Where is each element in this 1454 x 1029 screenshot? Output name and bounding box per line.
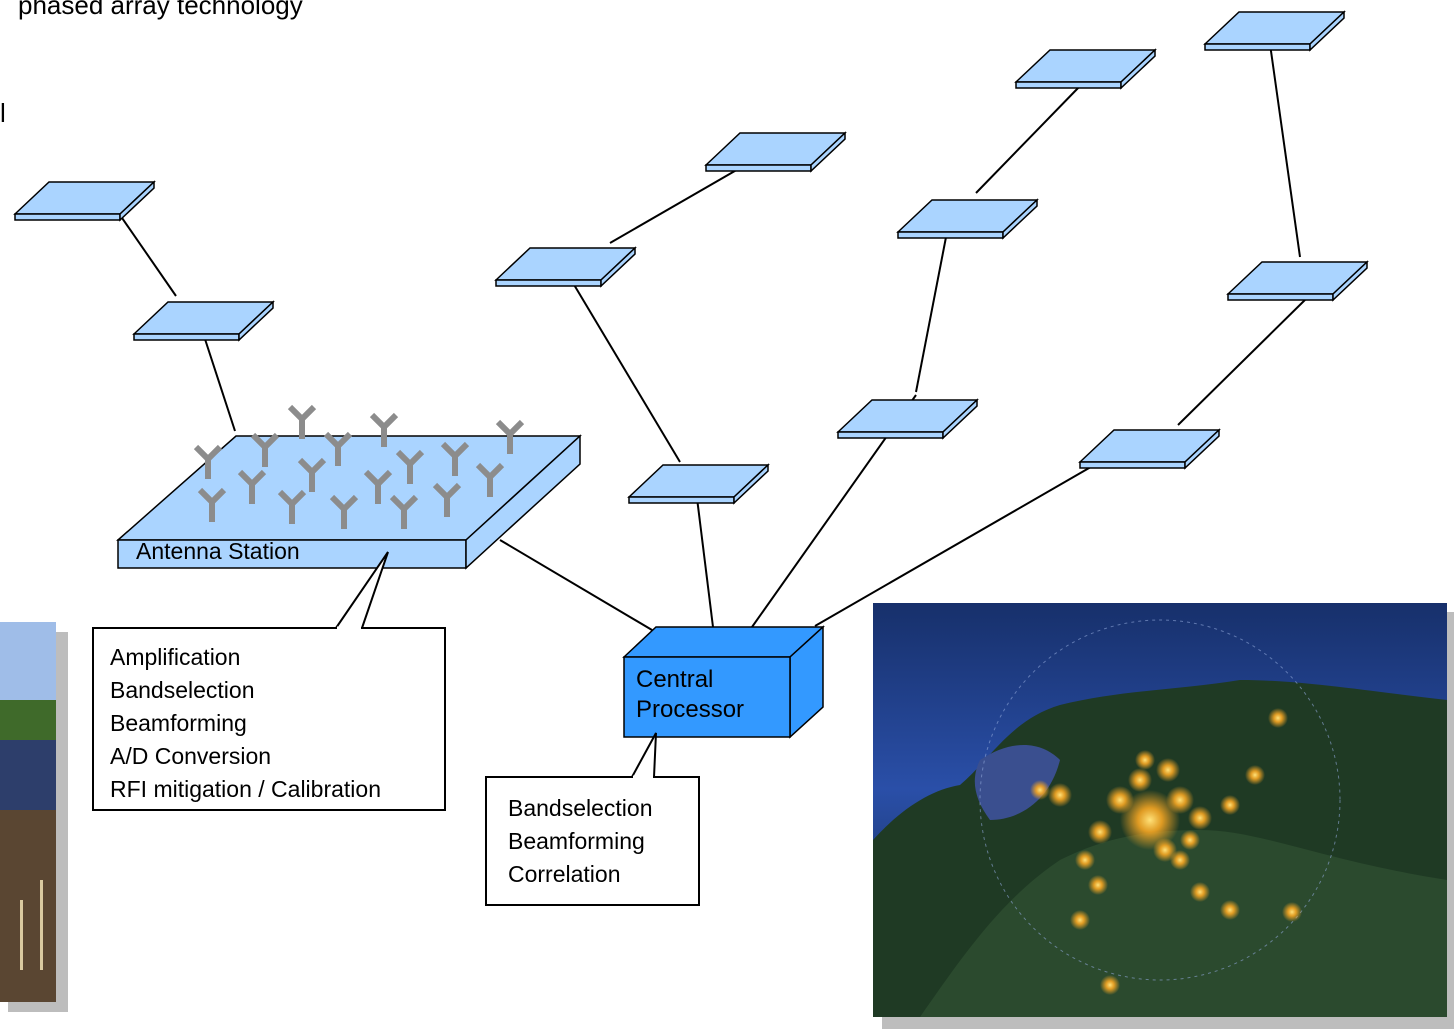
- remote-station-platforms: [13, 10, 1369, 505]
- antenna-element: [329, 494, 359, 529]
- remote-station-platform: [1078, 428, 1221, 470]
- remote-station-platform: [1226, 260, 1369, 302]
- station-light-dot: [1156, 758, 1180, 782]
- netherlands-satellite-map: [873, 603, 1454, 1029]
- antenna-element: [369, 412, 399, 447]
- station-light-dot: [1166, 786, 1194, 814]
- remote-station-platform: [627, 463, 770, 505]
- antenna-elements: [193, 404, 525, 529]
- antenna-element: [475, 462, 505, 497]
- processor-function-item: Beamforming: [508, 828, 645, 854]
- station-function-item: A/D Conversion: [110, 743, 272, 769]
- station-light-dot: [1190, 882, 1210, 902]
- station-function-item: Bandselection: [110, 677, 255, 703]
- antenna-element: [197, 487, 227, 522]
- antenna-element: [432, 482, 462, 517]
- station-functions-callout: [92, 551, 446, 811]
- title-fragment: l: [0, 98, 6, 128]
- station-light-dot: [1048, 783, 1072, 807]
- remote-station-platform: [494, 246, 637, 288]
- remote-station-platform: [1203, 10, 1346, 52]
- station-light-dot: [1120, 790, 1180, 850]
- station-light-dot: [1180, 830, 1200, 850]
- station-function-item: Beamforming: [110, 710, 247, 736]
- page-title: phased array technology: [18, 0, 303, 20]
- antenna-element: [287, 404, 317, 439]
- station-light-dot: [1170, 850, 1190, 870]
- antenna-element: [495, 419, 525, 454]
- station-light-dot: [1106, 786, 1134, 814]
- field-photo: [0, 622, 68, 1012]
- station-function-item: Amplification: [110, 644, 241, 670]
- station-functions-list: Amplification Bandselection Beamforming …: [110, 641, 381, 806]
- antenna-element: [440, 441, 470, 476]
- processor-function-item: Correlation: [508, 861, 621, 887]
- central-processor-line-1: Central: [636, 666, 714, 693]
- antenna-element: [193, 444, 223, 479]
- central-processor-box: [622, 625, 825, 739]
- processor-function-item: Bandselection: [508, 795, 653, 821]
- processor-functions-list: Bandselection Beamforming Correlation: [508, 792, 653, 891]
- antenna-element: [395, 449, 425, 484]
- station-light-dot: [1220, 795, 1240, 815]
- antenna-element: [250, 432, 280, 467]
- antenna-element: [323, 431, 353, 466]
- central-processor-line-2: Processor: [636, 696, 745, 723]
- station-light-dot: [1075, 850, 1095, 870]
- remote-station-platform: [836, 398, 979, 440]
- antenna-element: [389, 494, 419, 529]
- antenna-element: [363, 469, 393, 504]
- antenna-station-platform: [116, 434, 582, 570]
- remote-station-platform: [896, 198, 1039, 240]
- processor-functions-callout: [485, 732, 700, 906]
- station-light-dot: [1188, 806, 1212, 830]
- antenna-element: [277, 489, 307, 524]
- station-light-dot: [1088, 875, 1108, 895]
- station-light-dot: [1135, 750, 1155, 770]
- station-light-dot: [1245, 765, 1265, 785]
- station-light-dot: [1100, 975, 1120, 995]
- station-light-dot: [1088, 820, 1112, 844]
- station-light-dot: [1268, 708, 1288, 728]
- station-light-dot: [1282, 902, 1302, 922]
- station-light-dot: [1220, 900, 1240, 920]
- station-light-dot: [1128, 768, 1152, 792]
- antenna-element: [297, 457, 327, 492]
- central-processor-label: Central Processor: [636, 665, 744, 725]
- remote-station-platform: [1014, 48, 1157, 90]
- remote-station-platform: [704, 131, 847, 173]
- antenna-station-label: Antenna Station: [136, 538, 300, 564]
- station-light-dot: [1030, 780, 1050, 800]
- station-light-dot: [1070, 910, 1090, 930]
- antenna-element: [237, 469, 267, 504]
- remote-station-platform: [13, 180, 156, 222]
- remote-station-platform: [132, 300, 275, 342]
- station-function-item: RFI mitigation / Calibration: [110, 776, 381, 802]
